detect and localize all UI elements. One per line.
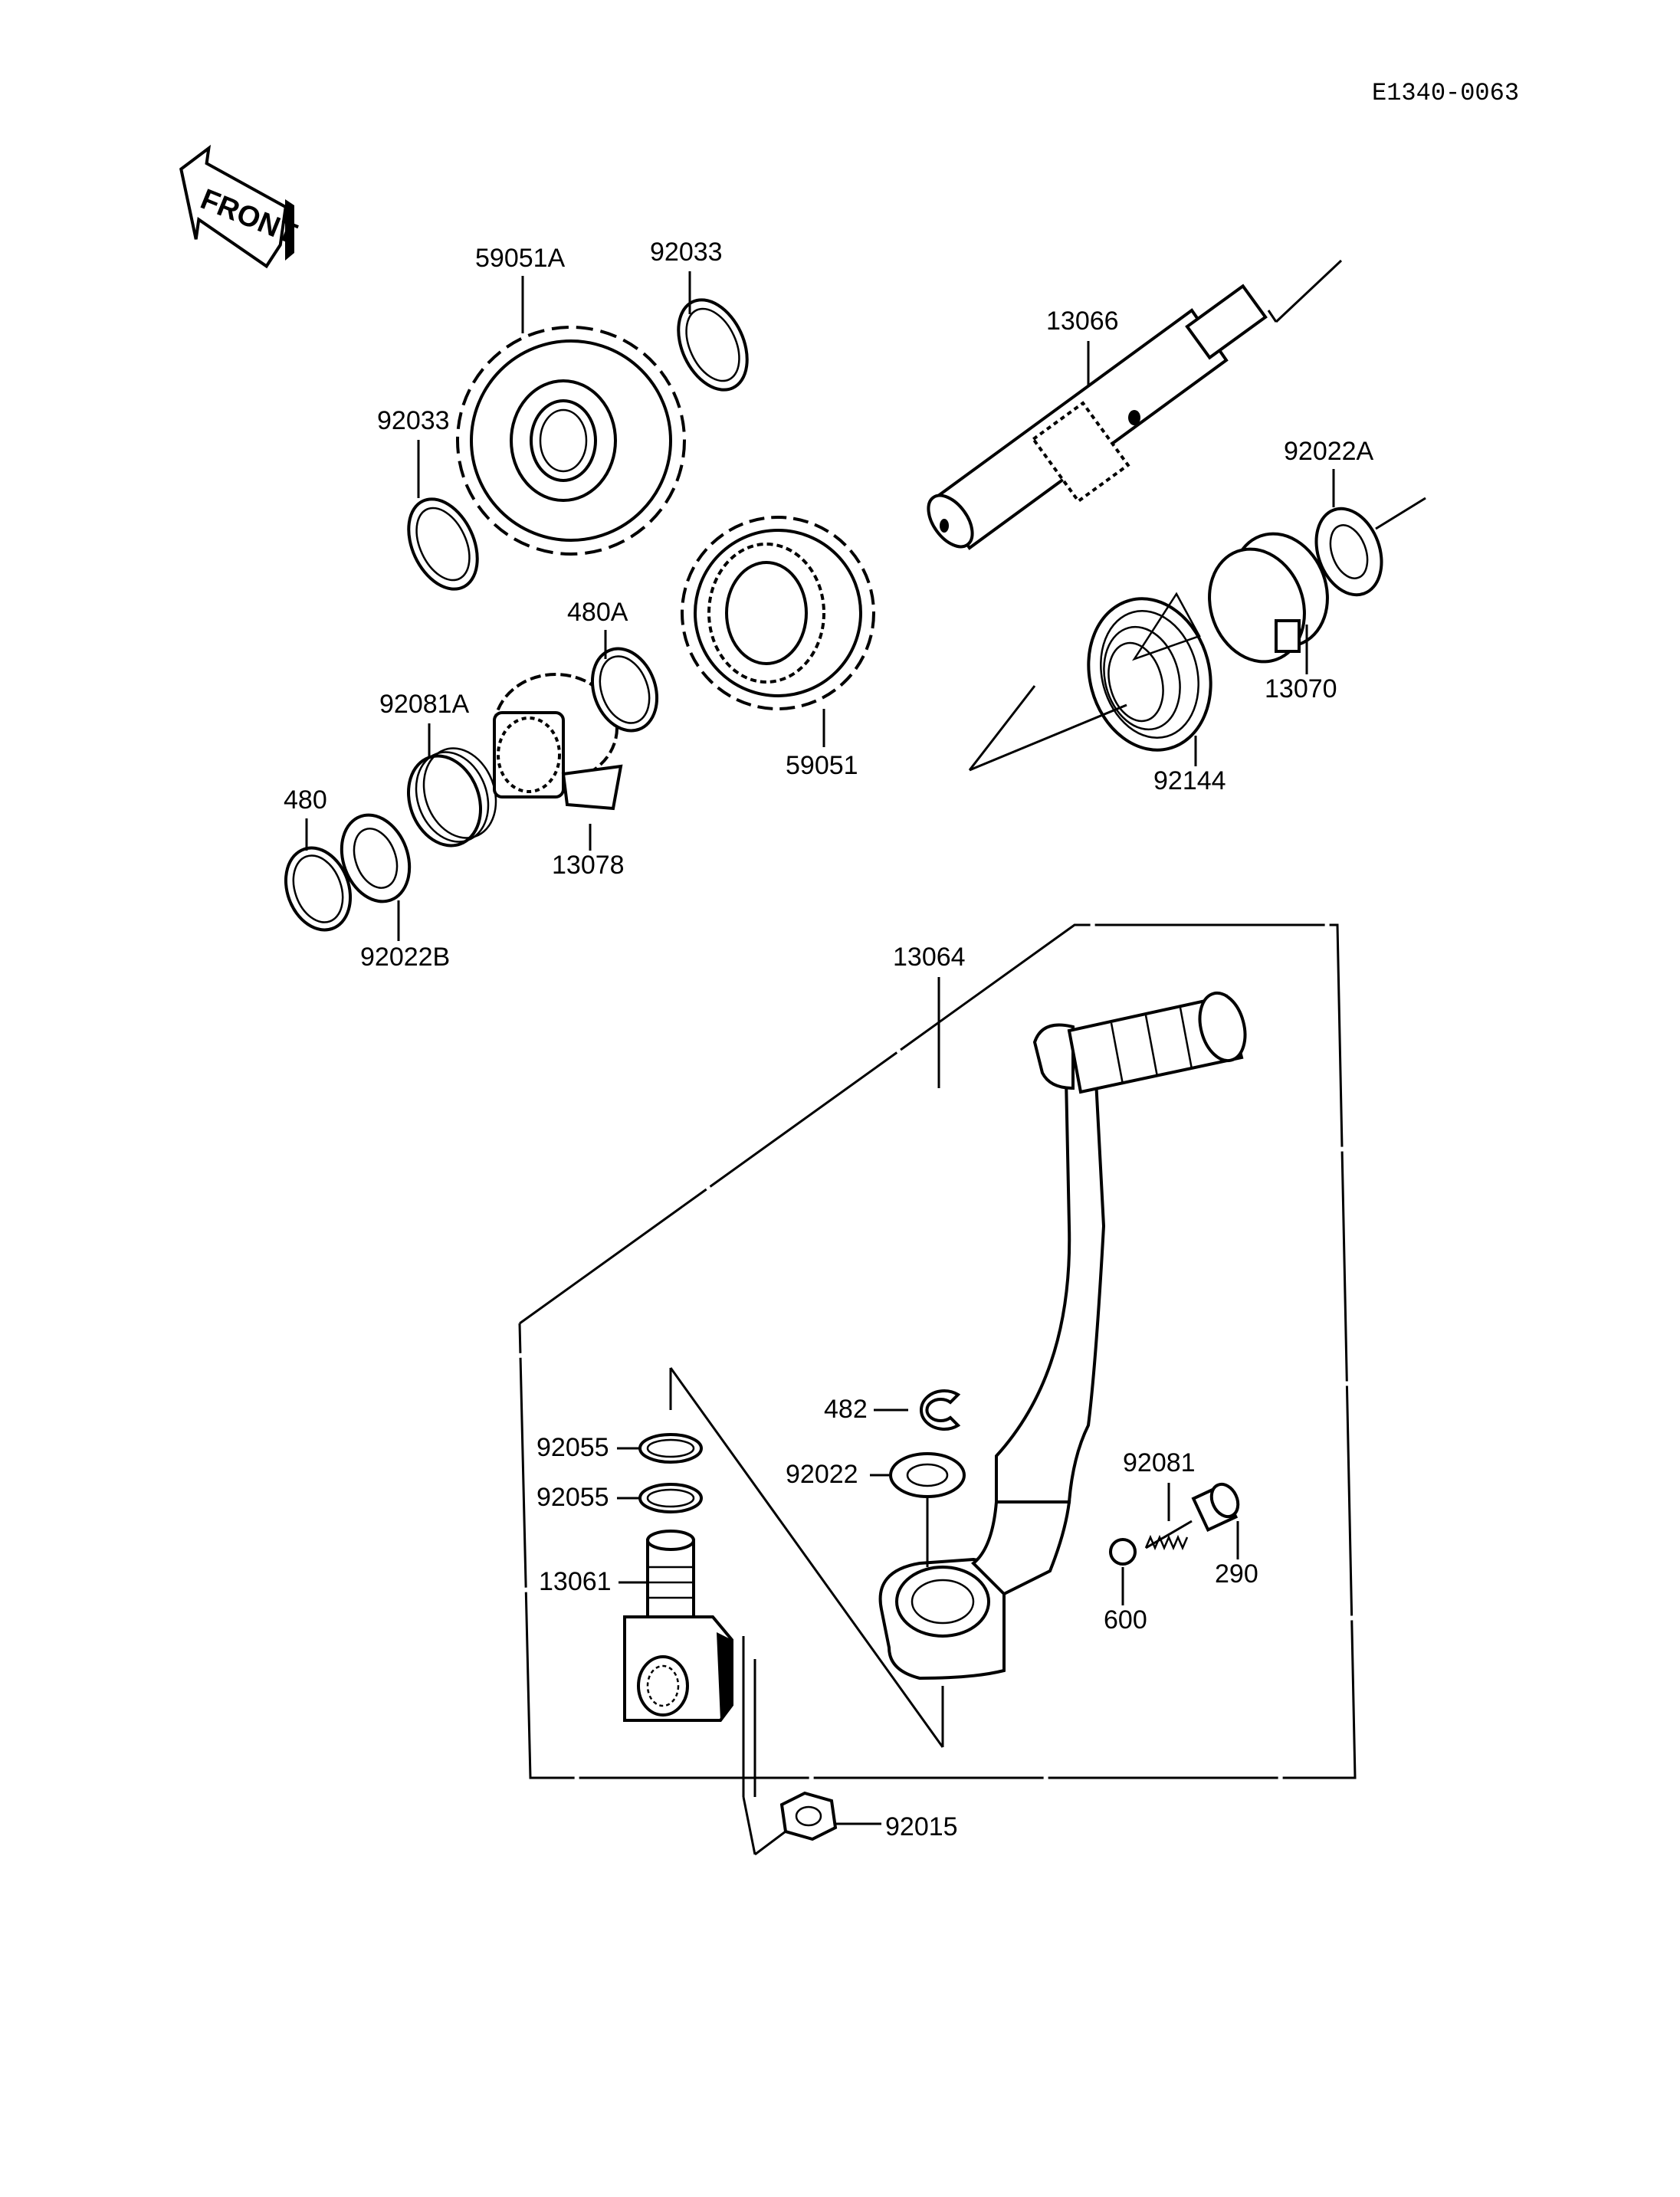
o-ring-92055-a: [638, 1433, 703, 1464]
label-92022a: 92022A: [1284, 437, 1374, 466]
label-600: 600: [1104, 1605, 1147, 1635]
label-13078: 13078: [552, 851, 625, 880]
snap-ring-480a: [590, 647, 659, 733]
label-92033-top: 92033: [650, 238, 723, 267]
gear-59051a: [456, 326, 686, 556]
snap-ring-92033-top: [677, 298, 749, 392]
shaft-13061: [623, 1530, 733, 1722]
label-59051: 59051: [786, 751, 858, 780]
label-13070: 13070: [1265, 674, 1337, 703]
label-92081: 92081: [1123, 1448, 1196, 1477]
ball-600: [1109, 1538, 1137, 1566]
collar-13070: [1208, 532, 1329, 664]
spring-92081a: [406, 747, 497, 848]
o-ring-92055-b: [638, 1483, 703, 1513]
label-59051a: 59051A: [475, 244, 566, 273]
assembly-boundary-13064: [518, 923, 1357, 1779]
label-13061: 13061: [539, 1567, 612, 1596]
nut-92015: [779, 1791, 838, 1841]
label-290: 290: [1215, 1559, 1258, 1589]
label-92033-left: 92033: [377, 406, 450, 435]
label-480a: 480A: [567, 598, 628, 627]
washer-92022b: [340, 813, 412, 903]
label-92081a: 92081A: [379, 690, 470, 719]
label-92144: 92144: [1153, 766, 1226, 795]
spring-92081: [1144, 1520, 1193, 1551]
label-480: 480: [284, 785, 327, 815]
front-arrow-icon: FRONT: [179, 144, 301, 269]
gear-59051: [681, 516, 875, 710]
ratchet-13078: [493, 673, 623, 811]
clip-482: [920, 1389, 961, 1431]
label-92015: 92015: [885, 1812, 958, 1841]
kick-pedal-arm: [878, 1023, 1106, 1681]
spring-92144: [1087, 592, 1212, 752]
shaft-13066: [927, 284, 1268, 550]
kick-pedal-grip: [1067, 991, 1247, 1094]
label-482: 482: [824, 1395, 868, 1424]
plug-290: [1191, 1482, 1240, 1533]
label-92055-b: 92055: [536, 1483, 609, 1512]
snap-ring-92033-left: [407, 497, 479, 591]
label-13064: 13064: [893, 943, 966, 972]
diagram-code: E1340-0063: [1372, 79, 1519, 107]
label-92055-a: 92055: [536, 1433, 609, 1462]
label-92022: 92022: [786, 1460, 858, 1489]
washer-92022a: [1314, 507, 1383, 597]
snap-ring-480: [284, 846, 353, 932]
label-13066: 13066: [1046, 307, 1119, 336]
label-92022b: 92022B: [360, 943, 450, 972]
washer-92022: [889, 1452, 966, 1498]
